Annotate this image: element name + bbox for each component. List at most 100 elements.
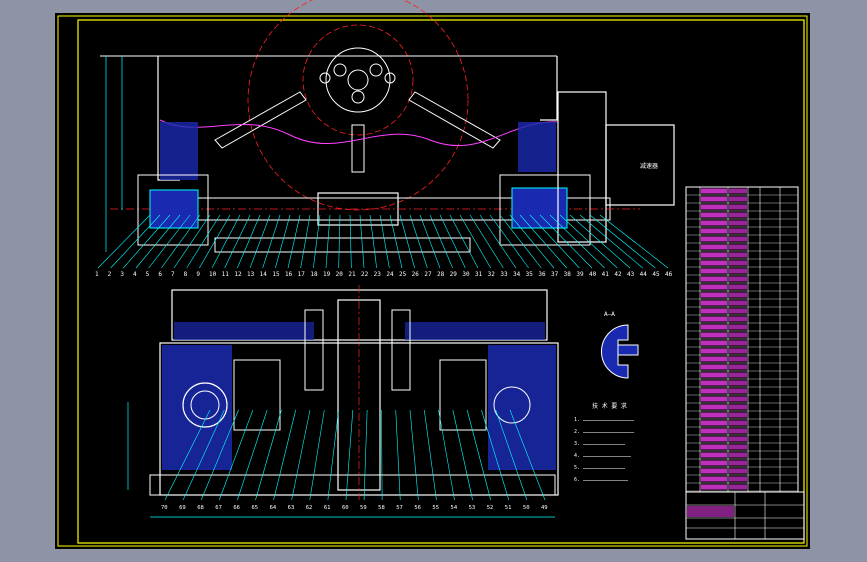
section-label: A—A	[604, 311, 615, 318]
part-number-label: 17	[298, 271, 306, 278]
part-number-label: 5	[146, 271, 150, 278]
leader-line	[338, 214, 341, 269]
leader-line	[237, 214, 261, 269]
part-number-label: 49	[541, 505, 548, 511]
part-number-label: 67	[215, 505, 222, 511]
part-number-label: 31	[475, 271, 483, 278]
leader-line	[161, 214, 201, 269]
leader-line	[148, 214, 191, 269]
part-number-label: 57	[396, 505, 403, 511]
bom-cell	[701, 188, 727, 194]
bom-cell	[729, 276, 747, 282]
leader-line	[579, 214, 643, 269]
bom-cell	[729, 460, 747, 466]
leader-line	[300, 214, 311, 269]
leader-line	[395, 409, 401, 501]
leader-line	[439, 214, 466, 269]
bom-cell	[701, 196, 727, 202]
part-number-label: 39	[576, 271, 584, 278]
tech-req-lines: 1. ……………………………………………2. ………………………………………………	[574, 417, 634, 483]
part-number-label: 54	[451, 505, 458, 511]
bom-cell	[701, 396, 727, 402]
part-number-label: 41	[602, 271, 610, 278]
bom-cell	[729, 308, 747, 314]
hatch-top-right	[405, 322, 545, 340]
bom-cell	[729, 412, 747, 418]
part-number-label: 45	[652, 271, 660, 278]
bom-cell	[701, 356, 727, 362]
left-column	[304, 309, 324, 391]
leader-line	[499, 214, 542, 269]
bom-cell	[729, 300, 747, 306]
part-number-label: 1	[95, 271, 99, 278]
bottom-leader-lines	[164, 409, 546, 501]
bom-cell	[701, 220, 727, 226]
bom-cell	[729, 260, 747, 266]
leader-line	[224, 214, 251, 269]
bom-cell	[729, 420, 747, 426]
bom-cell	[729, 436, 747, 442]
part-number-label: 46	[665, 271, 673, 278]
bom-cell	[729, 236, 747, 242]
bom-cell	[729, 292, 747, 298]
part-number-label: 27	[424, 271, 432, 278]
part-number-label: 56	[414, 505, 421, 511]
bom-cell	[701, 204, 727, 210]
base-block	[149, 474, 556, 496]
hatch-top-left	[174, 322, 314, 340]
bom-cell	[729, 468, 747, 474]
bom-cell	[701, 420, 727, 426]
leader-line	[449, 214, 479, 269]
part-number-label: 4	[133, 271, 137, 278]
leader-line	[97, 214, 151, 269]
bom-cell	[729, 284, 747, 290]
motor-body	[605, 124, 675, 206]
leader-line	[489, 214, 529, 269]
right-ring	[493, 386, 531, 424]
part-number-label: 12	[234, 271, 242, 278]
bom-cell	[729, 188, 747, 194]
drawing-frame	[77, 19, 805, 544]
bom-cell	[729, 372, 747, 378]
hub	[325, 47, 391, 113]
leader-line	[539, 214, 593, 269]
hub-hole-4	[319, 72, 331, 84]
part-number-label: 70	[161, 505, 168, 511]
leader-line	[509, 214, 555, 269]
leader-line	[173, 214, 211, 269]
bom-cell	[701, 468, 727, 474]
part-number-label: 23	[374, 271, 382, 278]
bom-cell	[701, 228, 727, 234]
bom-cell	[701, 428, 727, 434]
part-number-label: 28	[437, 271, 445, 278]
tech-req-line: 5. ……………………………………	[574, 465, 625, 471]
section-detail: A—A	[601, 311, 639, 379]
bom-cell	[729, 388, 747, 394]
bom-cell	[701, 444, 727, 450]
title-block-fill	[687, 506, 734, 517]
left-bearing	[149, 189, 199, 229]
bom-cell	[729, 244, 747, 250]
part-number-label: 19	[323, 271, 331, 278]
part-number-label: 20	[336, 271, 344, 278]
leader-line	[291, 409, 311, 501]
leader-line	[287, 214, 301, 269]
tech-req-line: 4. …………………………………………	[574, 453, 631, 459]
part-number-label: 22	[361, 271, 369, 278]
leader-line	[275, 214, 291, 269]
bom-cell	[701, 260, 727, 266]
left-housing	[137, 174, 209, 246]
part-number-label: 51	[505, 505, 512, 511]
bom-cell	[701, 348, 727, 354]
hub-hole-1	[351, 90, 365, 104]
part-number-label: 34	[513, 271, 521, 278]
part-number-label: 14	[260, 271, 268, 278]
bom-cell	[729, 356, 747, 362]
leader-line	[327, 409, 339, 501]
bom-cell	[701, 316, 727, 322]
leader-line	[559, 214, 618, 269]
